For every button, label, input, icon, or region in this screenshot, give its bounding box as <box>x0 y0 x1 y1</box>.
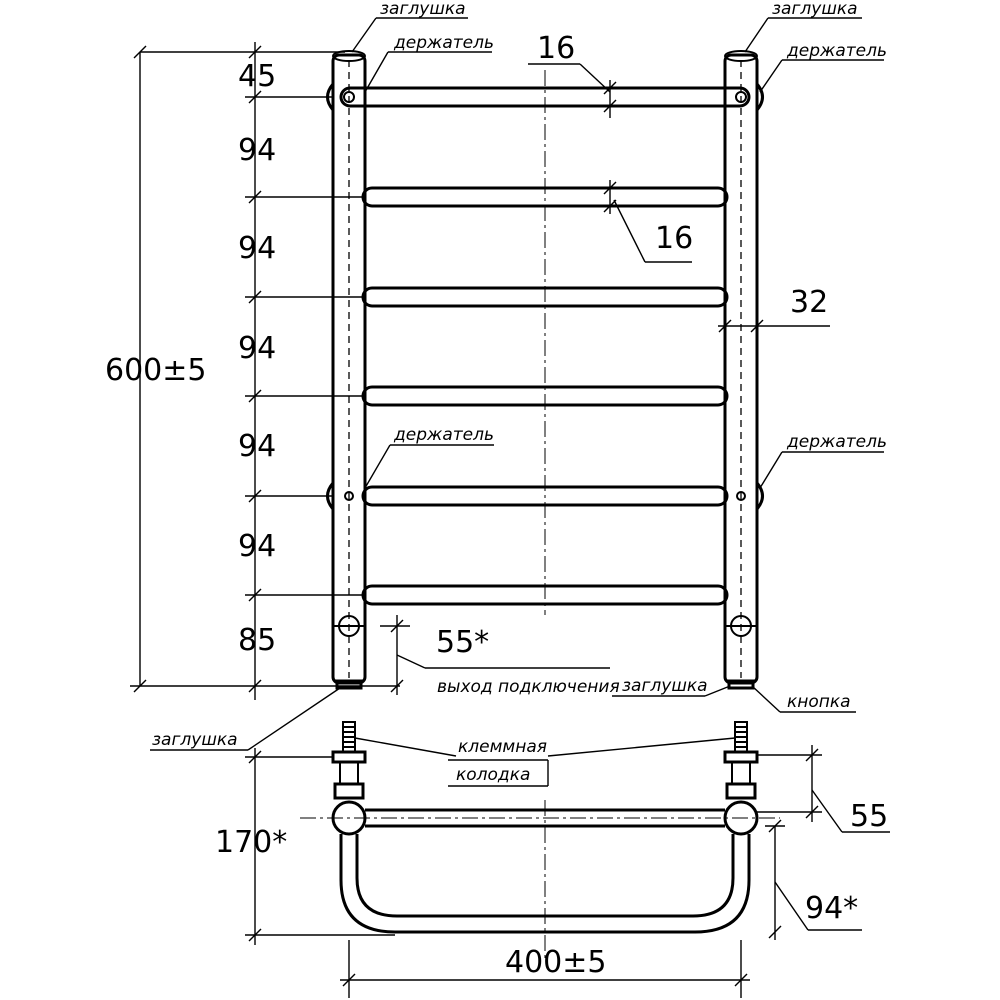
holder-top-left-leader <box>364 51 492 93</box>
plug-bottom-right-leader <box>612 685 731 697</box>
label-holder-mid-left: держатель <box>393 425 494 445</box>
dim-overall-height: 600±5 <box>105 353 206 388</box>
dim-pitch-2: 94 <box>238 231 276 266</box>
label-plug-bottom-left: заглушка <box>152 730 238 750</box>
overall-width-dimension <box>340 940 750 998</box>
dim-rail-diameter-mid: 16 <box>655 221 693 256</box>
rail-diameter-top-leader <box>528 63 617 118</box>
bottom-plug-left <box>335 679 363 690</box>
dim-lower-depth: 170* <box>215 825 287 860</box>
dim-bottom-offset: 85 <box>238 623 276 658</box>
lower-ball-right <box>723 800 759 836</box>
dim-block-height: 55 <box>850 799 888 834</box>
holder-mid-right-leader <box>759 451 884 489</box>
rail-diameter-mid-leader <box>603 180 692 263</box>
holder-mid-right <box>755 482 764 510</box>
label-button: кнопка <box>787 692 851 712</box>
lower-ball-left <box>331 800 367 836</box>
terminal-block-left <box>331 721 367 800</box>
label-connection-outlet: выход подключения <box>437 677 620 697</box>
right-riser <box>723 50 759 685</box>
rail-5 <box>344 485 746 507</box>
top-rail <box>339 86 751 108</box>
plug-bottom-left-leader <box>150 687 341 751</box>
holder-top-right <box>755 83 764 111</box>
label-plug-bottom-right: заглушка <box>622 676 708 696</box>
bottom-plug-right <box>727 679 755 690</box>
lower-u-loop-outer <box>339 834 751 934</box>
dim-overall-width: 400±5 <box>505 945 606 980</box>
left-dimension-chain <box>130 42 400 700</box>
label-holder-top-left: держатель <box>393 33 494 53</box>
plug-top-left-leader <box>351 17 468 53</box>
terminal-block-right <box>723 721 759 800</box>
holder-mid-left-leader <box>364 444 494 489</box>
dim-outlet-offset: 55* <box>436 625 489 660</box>
lower-depth-dimension <box>245 748 395 945</box>
label-plug-top-left: заглушка <box>380 0 466 19</box>
holder-top-right-leader <box>759 59 884 93</box>
terminal-block-leader <box>354 737 736 787</box>
label-terminal-block-line2: колодка <box>456 765 530 785</box>
dim-pitch-3: 94 <box>238 331 276 366</box>
dim-riser-diameter: 32 <box>790 285 828 320</box>
dim-lower-offset: 94* <box>805 891 858 926</box>
riser-diameter-leader <box>718 319 830 333</box>
dim-pitch-5: 94 <box>238 529 276 564</box>
label-holder-top-right: держатель <box>786 41 887 61</box>
lower-u-loop-inner <box>355 834 735 918</box>
button-leader <box>751 685 856 713</box>
dim-pitch-1: 94 <box>238 133 276 168</box>
dim-top-offset: 45 <box>238 59 276 94</box>
outlet-right-symbol <box>726 615 756 637</box>
lower-offset-dimension <box>765 819 862 940</box>
dim-pitch-4: 94 <box>238 429 276 464</box>
plug-top-right-leader <box>744 17 862 53</box>
left-riser <box>331 50 367 685</box>
outlet-left-symbol <box>334 615 364 637</box>
label-plug-top-right: заглушка <box>772 0 858 19</box>
dim-rail-diameter-top: 16 <box>537 31 575 66</box>
label-holder-mid-right: держатель <box>786 432 887 452</box>
block-height-dimension <box>757 745 890 833</box>
label-terminal-block-line1: клеммная <box>458 737 547 757</box>
outlet-offset-dimension <box>380 615 610 695</box>
